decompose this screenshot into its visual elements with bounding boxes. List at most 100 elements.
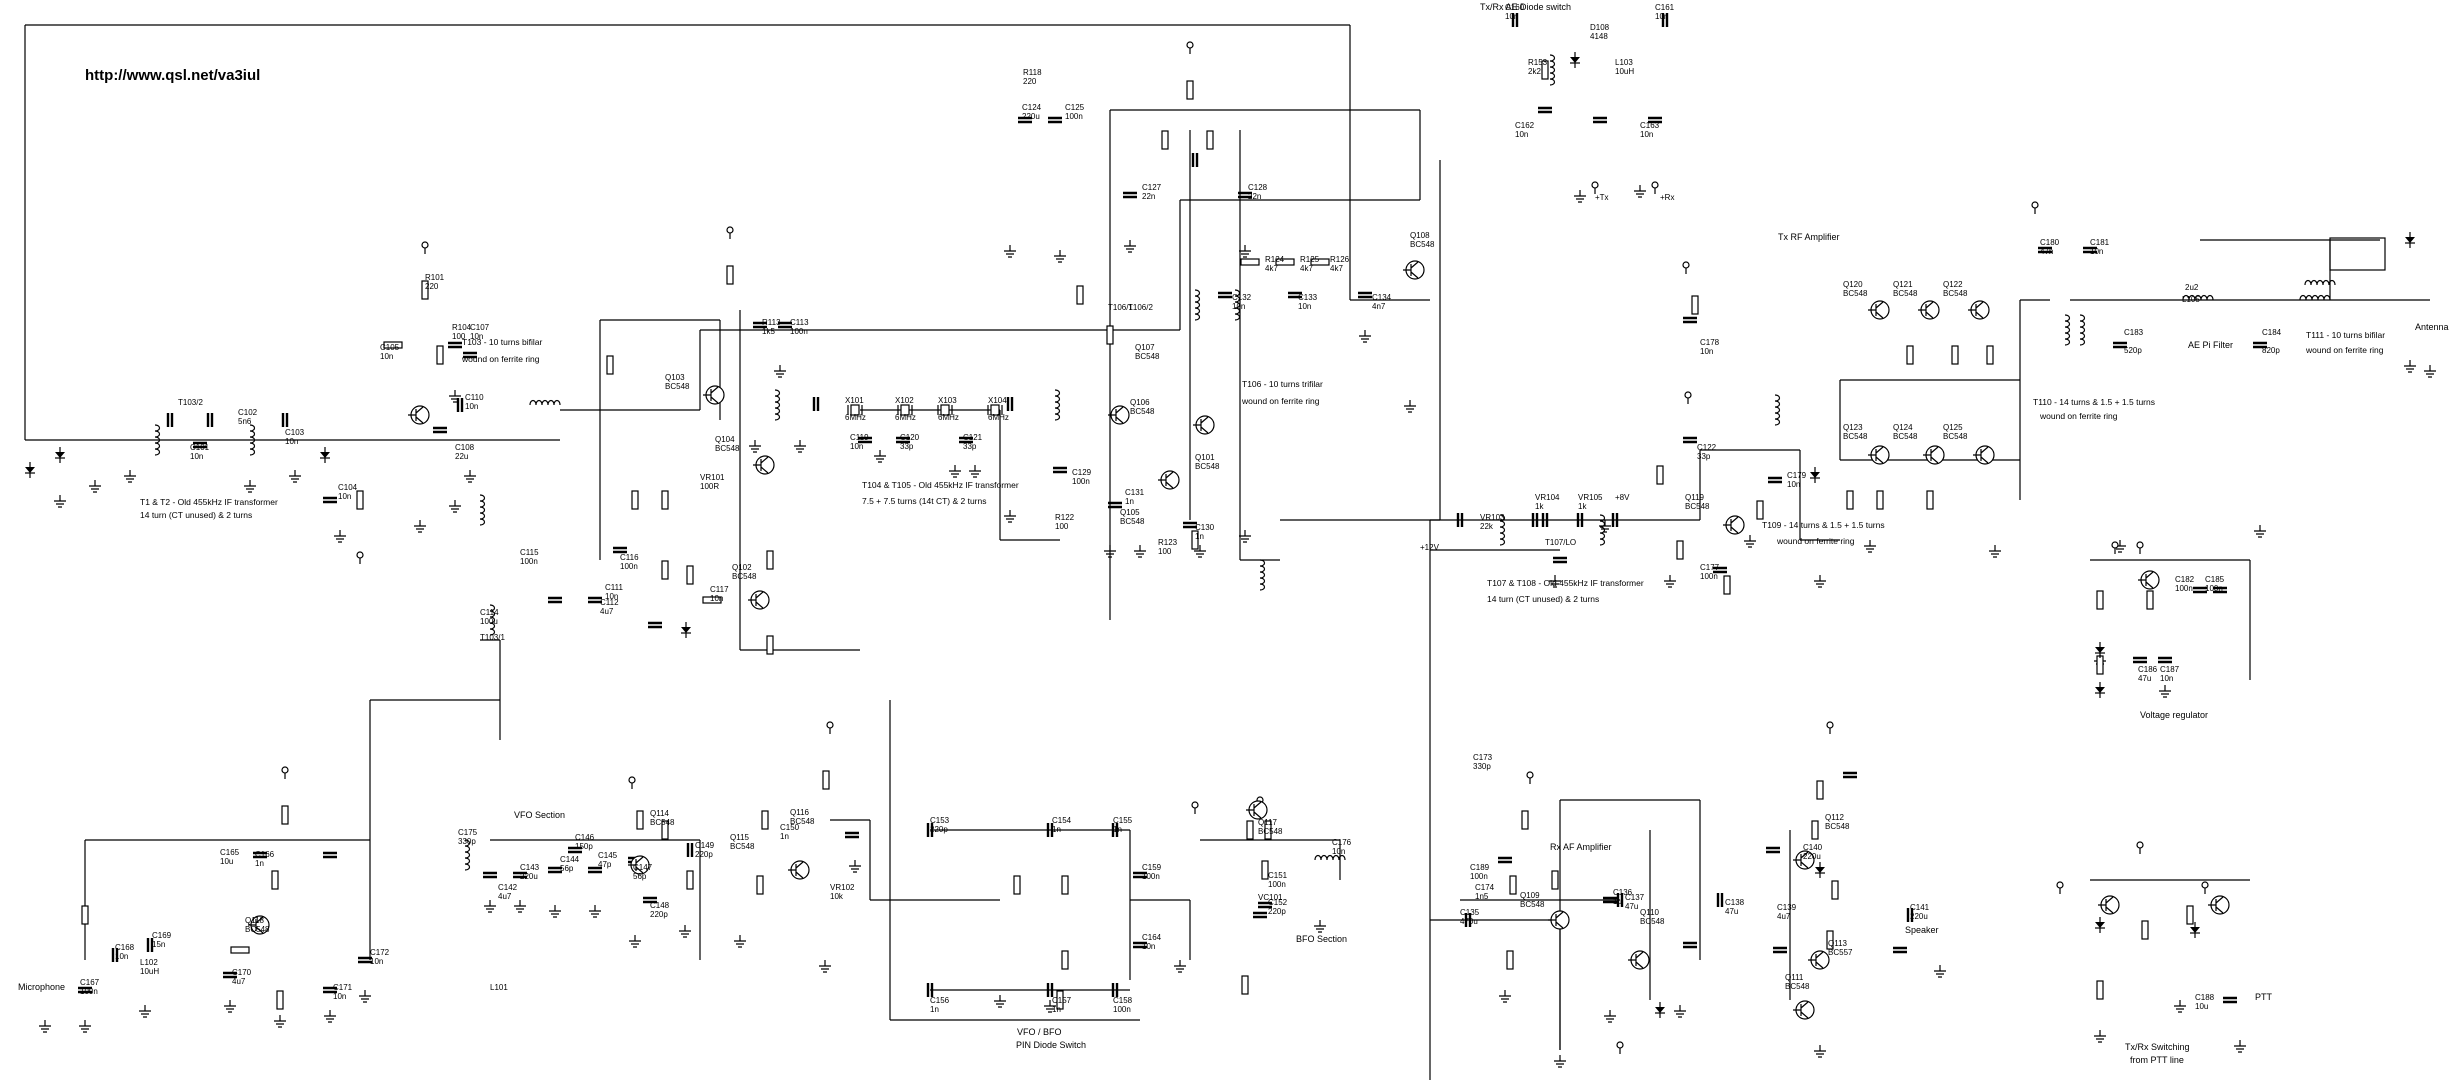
component-label: C181 bbox=[2090, 238, 2110, 247]
component-label: C148 bbox=[650, 901, 670, 910]
component-label: 10k bbox=[830, 892, 844, 901]
note-t103b: wound on ferrite ring bbox=[461, 354, 540, 364]
component-label: 220u bbox=[1022, 112, 1040, 121]
txrx-switching-title: Tx/Rx Switching bbox=[2125, 1042, 2190, 1052]
component-label: C169 bbox=[152, 931, 172, 940]
component-label: D108 bbox=[1590, 23, 1610, 32]
component-label: C176 bbox=[1332, 838, 1352, 847]
component-label: 47n bbox=[2040, 247, 2053, 256]
transistor-ref: Q116 bbox=[790, 808, 810, 817]
component-label: 100n bbox=[790, 327, 808, 336]
component-label: C137 bbox=[1625, 893, 1645, 902]
component-label: 47u bbox=[1625, 902, 1638, 911]
transistor-part: BC548 bbox=[1843, 432, 1868, 441]
component-label: 100n bbox=[2175, 584, 2193, 593]
vfo-title: VFO Section bbox=[514, 810, 565, 820]
component-label: 1n bbox=[930, 1005, 939, 1014]
note-t107: T107 & T108 - Old 455kHz IF transformer bbox=[1487, 578, 1644, 588]
transistor-ref: Q119 bbox=[1685, 493, 1705, 502]
transistor-ref: Q125 bbox=[1943, 423, 1963, 432]
note-t103: T103 - 10 turns bifilar bbox=[462, 337, 542, 347]
transistor-part: BC548 bbox=[730, 842, 755, 851]
component-label: 10n bbox=[2160, 674, 2173, 683]
component-label: VR102 bbox=[830, 883, 855, 892]
vfo-bfo-title: VFO / BFO bbox=[1017, 1027, 1062, 1037]
component-label: C189 bbox=[1470, 863, 1490, 872]
component-label: T103/1 bbox=[480, 633, 505, 642]
component-label: C140 bbox=[1803, 843, 1823, 852]
component-label: C115 bbox=[520, 548, 539, 557]
component-label: 10n bbox=[285, 437, 298, 446]
diodes bbox=[24, 51, 2416, 1019]
component-label: 220 bbox=[425, 282, 439, 291]
component-label: C107 bbox=[470, 323, 490, 332]
component-label: C147 bbox=[633, 863, 653, 872]
component-label: R124 bbox=[1265, 255, 1285, 264]
component-label: 4u7 bbox=[498, 892, 512, 901]
component-label: 15n bbox=[152, 940, 165, 949]
transistor-part: BC548 bbox=[1130, 407, 1155, 416]
transistor-ref: Q102 bbox=[732, 563, 752, 572]
transistor-part: BC548 bbox=[1893, 289, 1918, 298]
component-label: C187 bbox=[2160, 665, 2180, 674]
component-label: C172 bbox=[370, 948, 390, 957]
component-label: 10uH bbox=[140, 967, 159, 976]
component-label: C120 bbox=[900, 433, 920, 442]
crystal-label: 6MHz bbox=[845, 413, 866, 422]
component-label: 4u7 bbox=[232, 977, 246, 986]
transistor-part: BC548 bbox=[650, 818, 675, 827]
component-label: C153 bbox=[930, 816, 950, 825]
note-t106b: wound on ferrite ring bbox=[1241, 396, 1320, 406]
component-label: C133 bbox=[1298, 293, 1318, 302]
note-t106: T106 - 10 turns trifilar bbox=[1242, 379, 1323, 389]
note-t104b: 7.5 + 7.5 turns (14t CT) & 2 turns bbox=[862, 496, 987, 506]
transistor-part: BC548 bbox=[790, 817, 815, 826]
capacitors bbox=[76, 11, 2269, 1004]
wiring bbox=[24, 24, 2430, 1080]
component-label: 220u bbox=[1910, 912, 1928, 921]
component-label: 10u bbox=[2195, 1002, 2208, 1011]
component-label: C170 bbox=[232, 968, 252, 977]
crystal-label: X103 bbox=[938, 396, 957, 405]
component-label: +Tx bbox=[1595, 193, 1609, 202]
component-label: 47u bbox=[2138, 674, 2151, 683]
component-label: C177 bbox=[1700, 563, 1720, 572]
component-label: 1n5 bbox=[1475, 892, 1489, 901]
note-t101b: 14 turn (CT unused) & 2 turns bbox=[140, 510, 252, 520]
transistor-ref: Q117 bbox=[1258, 818, 1278, 827]
component-label: 100 bbox=[1158, 547, 1172, 556]
component-label: C127 bbox=[1142, 183, 1162, 192]
component-label: C132 bbox=[1232, 293, 1252, 302]
component-label: R101 bbox=[425, 273, 445, 282]
component-label: R126 bbox=[1330, 255, 1350, 264]
component-label: C178 bbox=[1700, 338, 1720, 347]
component-label: C188 bbox=[2195, 993, 2215, 1002]
transistor-ref: Q112 bbox=[1825, 813, 1845, 822]
component-label: C114 bbox=[480, 608, 499, 617]
transistor-ref: Q108 bbox=[1410, 231, 1430, 240]
component-label: 330p bbox=[1473, 762, 1491, 771]
component-label: 47u bbox=[1725, 907, 1738, 916]
transistor-part: BC548 bbox=[1135, 352, 1160, 361]
component-label: 220p bbox=[650, 910, 668, 919]
transistor-ref: Q118 bbox=[245, 916, 265, 925]
component-label: L101 bbox=[490, 983, 508, 992]
transistor-ref: Q107 bbox=[1135, 343, 1155, 352]
transistor-part: BC557 bbox=[1828, 948, 1853, 957]
transistor-part: BC548 bbox=[665, 382, 690, 391]
component-label: 2k2 bbox=[1528, 67, 1541, 76]
component-label: R104 bbox=[452, 323, 472, 332]
note-t111b: wound on ferrite ring bbox=[2305, 345, 2384, 355]
component-label: 1n bbox=[1195, 532, 1204, 541]
component-label: 150p bbox=[575, 842, 593, 851]
component-label: R113 bbox=[762, 318, 781, 327]
c183-label: C183 bbox=[2124, 328, 2144, 337]
component-label: C111 bbox=[605, 583, 623, 592]
component-label: 100 bbox=[1055, 522, 1069, 531]
component-label: 10n bbox=[850, 442, 863, 451]
component-label: 1n bbox=[1125, 497, 1134, 506]
transistor-part: BC548 bbox=[1120, 517, 1145, 526]
transistor-part: BC548 bbox=[1943, 432, 1968, 441]
